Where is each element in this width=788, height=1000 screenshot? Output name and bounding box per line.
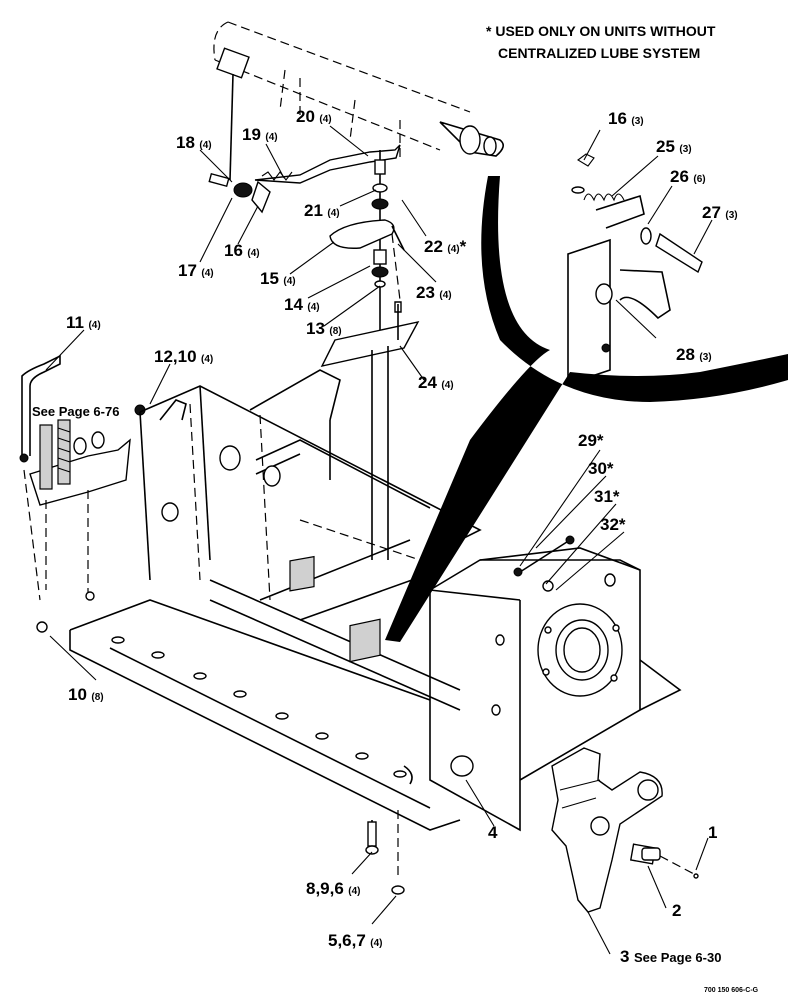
- main-frame: [69, 346, 682, 895]
- figure-id: 700 150 606-C-G: [704, 987, 759, 994]
- note-line-1: * USED ONLY ON UNITS WITHOUT: [486, 23, 716, 39]
- callout-8-9-6: 8,9,6 (4): [306, 879, 361, 898]
- detail-magnifier: [385, 153, 788, 642]
- callout-14: 14 (4): [284, 295, 320, 314]
- callout-25: 25 (3): [656, 137, 692, 156]
- callout-3: 3: [620, 947, 629, 966]
- callout-16b: 16 (4): [224, 241, 260, 260]
- floor-holes: [111, 636, 407, 778]
- callout-28: 28 (3): [676, 345, 712, 364]
- note-line-2: CENTRALIZED LUBE SYSTEM: [498, 45, 700, 61]
- callout-26: 26 (6): [670, 167, 706, 186]
- callout-22: 22 (4)*: [424, 237, 467, 256]
- lever-part-3: [551, 747, 699, 913]
- callout-12-10: 12,10 (4): [154, 347, 213, 366]
- callout-17: 17 (4): [178, 261, 214, 280]
- callout-32: 32*: [600, 515, 626, 534]
- callout-10: 10 (8): [68, 685, 104, 704]
- ref-page-6-30: See Page 6-30: [634, 950, 721, 965]
- callout-18: 18 (4): [176, 133, 212, 152]
- callout-5-6-7: 5,6,7 (4): [328, 931, 383, 950]
- callout-11: 11 (4): [66, 313, 101, 332]
- callout-23: 23 (4): [416, 283, 452, 302]
- callout-13: 13 (8): [306, 319, 342, 338]
- upper-linkage: [208, 73, 420, 367]
- top-shaft: [213, 21, 504, 160]
- callout-16a: 16 (3): [608, 109, 644, 128]
- callout-15: 15 (4): [260, 269, 296, 288]
- callout-31: 31*: [594, 487, 620, 506]
- callout-21: 21 (4): [304, 201, 340, 220]
- callout-4: 4: [488, 823, 498, 842]
- leader-lines: [45, 125, 713, 955]
- callout-30: 30*: [588, 459, 614, 478]
- callout-29: 29*: [578, 431, 604, 450]
- callout-20: 20 (4): [296, 107, 332, 126]
- ref-page-6-76: See Page 6-76: [32, 404, 119, 419]
- callout-2: 2: [672, 901, 681, 920]
- callouts: 16 (3) 25 (3) 26 (6) 27 (3) 28 (3) 18 (4…: [66, 107, 738, 966]
- spring-assembly: [19, 354, 146, 633]
- callout-1: 1: [708, 823, 717, 842]
- callout-24: 24 (4): [418, 373, 454, 392]
- callout-19: 19 (4): [242, 125, 278, 144]
- callout-27: 27 (3): [702, 203, 738, 222]
